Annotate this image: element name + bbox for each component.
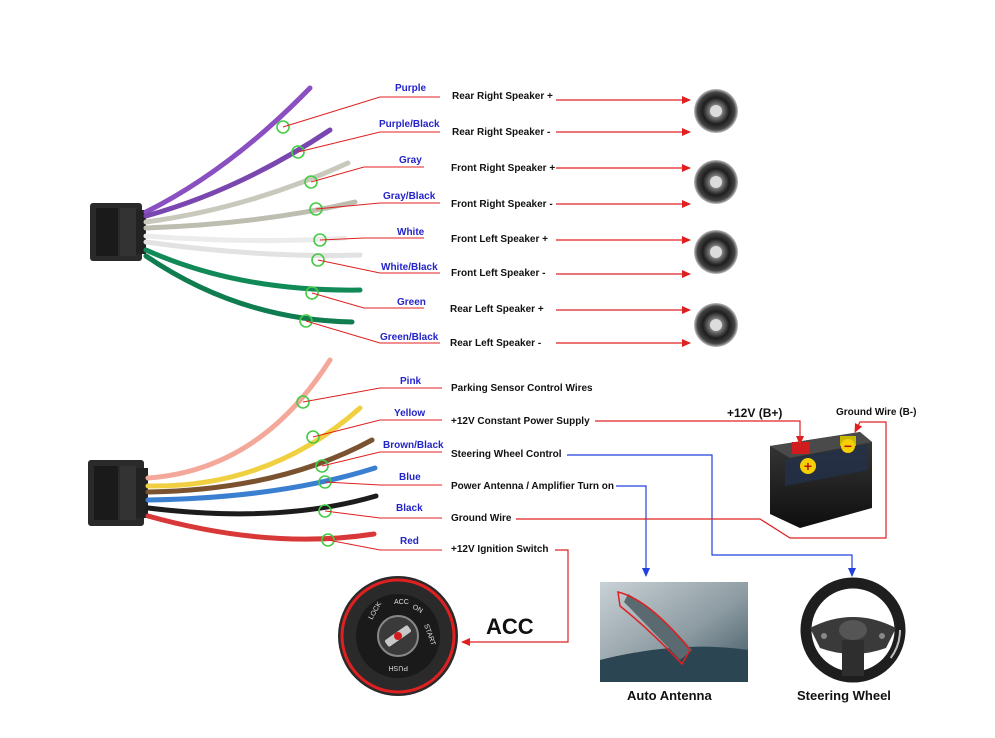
wire-function-label-parking-sensor: Parking Sensor Control Wires: [451, 383, 593, 394]
power-wire: [145, 437, 375, 495]
speaker-wire: [143, 160, 351, 225]
leader-line: [282, 96, 440, 128]
wire-color-label-white: White: [397, 227, 425, 238]
wire-color-label-gray: Gray: [399, 155, 422, 166]
leader-line: [305, 320, 440, 344]
speaker-icon-front-right: [694, 160, 738, 204]
wire-function-label-rear-left-neg: Rear Left Speaker -: [450, 338, 542, 349]
steering-wheel-icon: [800, 577, 906, 683]
wire-color-label-green: Green: [397, 297, 426, 308]
speaker-icon-front-left: [694, 230, 738, 274]
battery-icon: + −: [770, 432, 872, 528]
leader-line: [324, 481, 442, 486]
wire-color-label-purple-black: Purple/Black: [379, 119, 440, 130]
speaker-connector: [90, 203, 146, 261]
leader-line: [327, 539, 442, 551]
antenna-arrow: [616, 485, 650, 577]
wire-color-label-pink: Pink: [400, 376, 422, 387]
wire-marker: [318, 504, 332, 518]
speaker-wire: [143, 247, 363, 293]
battery-positive-label: +12V (B+): [727, 406, 783, 420]
wire-function-label-front-left-neg: Front Left Speaker -: [451, 268, 546, 279]
wire-marker: [291, 145, 305, 159]
wire-function-label-rear-right-neg: Rear Right Speaker -: [452, 127, 551, 138]
battery-ground-label: Ground Wire (B-): [836, 407, 917, 418]
speaker-wire: [143, 233, 348, 244]
wire-color-label-gray-black: Gray/Black: [383, 191, 436, 202]
wire-color-label-brown-black: Brown/Black: [383, 440, 444, 451]
speaker-wire: [143, 239, 363, 258]
wire-color-label-black: Black: [396, 503, 423, 514]
ignition-switch-icon: LOCK ACC ON START PUSH: [338, 576, 458, 696]
ground-arrow: [516, 421, 887, 539]
power-wire: [145, 405, 363, 489]
wire-function-label-front-right-pos: Front Right Speaker +: [451, 163, 556, 174]
leader-line: [311, 292, 424, 309]
acc-label: ACC: [486, 614, 534, 639]
wire-color-label-purple: Purple: [395, 83, 427, 94]
wire-marker: [306, 430, 320, 444]
ignition-push-text: PUSH: [389, 664, 408, 671]
wire-marker: [296, 395, 310, 409]
acc-arrow: [461, 549, 569, 646]
wire-function-label-rear-right-pos: Rear Right Speaker +: [452, 91, 553, 102]
wire-marker: [304, 175, 318, 189]
wire-marker: [321, 533, 335, 547]
wire-marker: [309, 202, 323, 216]
wire-color-label-red: Red: [400, 536, 419, 547]
leader-line: [297, 131, 440, 153]
battery-minus: −: [844, 438, 852, 454]
wire-function-label-steering-control: Steering Wheel Control: [451, 449, 562, 460]
wire-marker: [305, 286, 319, 300]
wire-function-label-power-antenna: Power Antenna / Amplifier Turn on: [451, 481, 614, 492]
wire-color-label-yellow: Yellow: [394, 408, 426, 419]
battery-plus: +: [804, 458, 812, 474]
wire-function-label-constant-power: +12V Constant Power Supply: [451, 416, 590, 427]
wire-function-label-front-left-pos: Front Left Speaker +: [451, 234, 548, 245]
wire-function-label-rear-left-pos: Rear Left Speaker +: [450, 304, 544, 315]
battery-positive-arrow: [595, 420, 804, 445]
wire-marker: [299, 314, 313, 328]
speaker-wire: [143, 253, 355, 325]
wire-marker: [276, 120, 290, 134]
power-wire: [145, 465, 378, 503]
leader-line: [312, 419, 442, 438]
leader-line: [310, 166, 424, 183]
power-wire: [145, 513, 377, 542]
wire-function-label-ground: Ground Wire: [451, 513, 512, 524]
wire-function-label-ignition: +12V Ignition Switch: [451, 544, 549, 555]
power-wire: [145, 493, 379, 517]
ignition-on-text: ON: [411, 604, 424, 615]
leader-line: [319, 237, 424, 241]
wire-marker: [315, 459, 329, 473]
wire-marker: [311, 253, 325, 267]
steering-arrow: [567, 454, 856, 577]
power-connector: [88, 460, 148, 526]
leader-line: [317, 259, 440, 274]
power-wire: [145, 357, 333, 481]
speaker-icon-rear-right: [694, 89, 738, 133]
wire-color-label-green-black: Green/Black: [380, 332, 439, 343]
ignition-acc-text: ACC: [394, 599, 409, 606]
antenna-image: [600, 582, 748, 682]
leader-line: [315, 202, 440, 210]
wire-color-label-white-black: White/Black: [381, 262, 438, 273]
leader-line: [324, 510, 442, 519]
speaker-wire: [143, 85, 313, 215]
antenna-caption: Auto Antenna: [627, 688, 712, 703]
leader-line: [321, 451, 442, 467]
wire-function-label-front-right-neg: Front Right Speaker -: [451, 199, 553, 210]
speaker-icon-rear-left: [694, 303, 738, 347]
speaker-wire: [143, 127, 333, 219]
wire-color-label-blue: Blue: [399, 472, 421, 483]
leader-line: [302, 387, 442, 403]
steering-wheel-caption: Steering Wheel: [797, 688, 891, 703]
